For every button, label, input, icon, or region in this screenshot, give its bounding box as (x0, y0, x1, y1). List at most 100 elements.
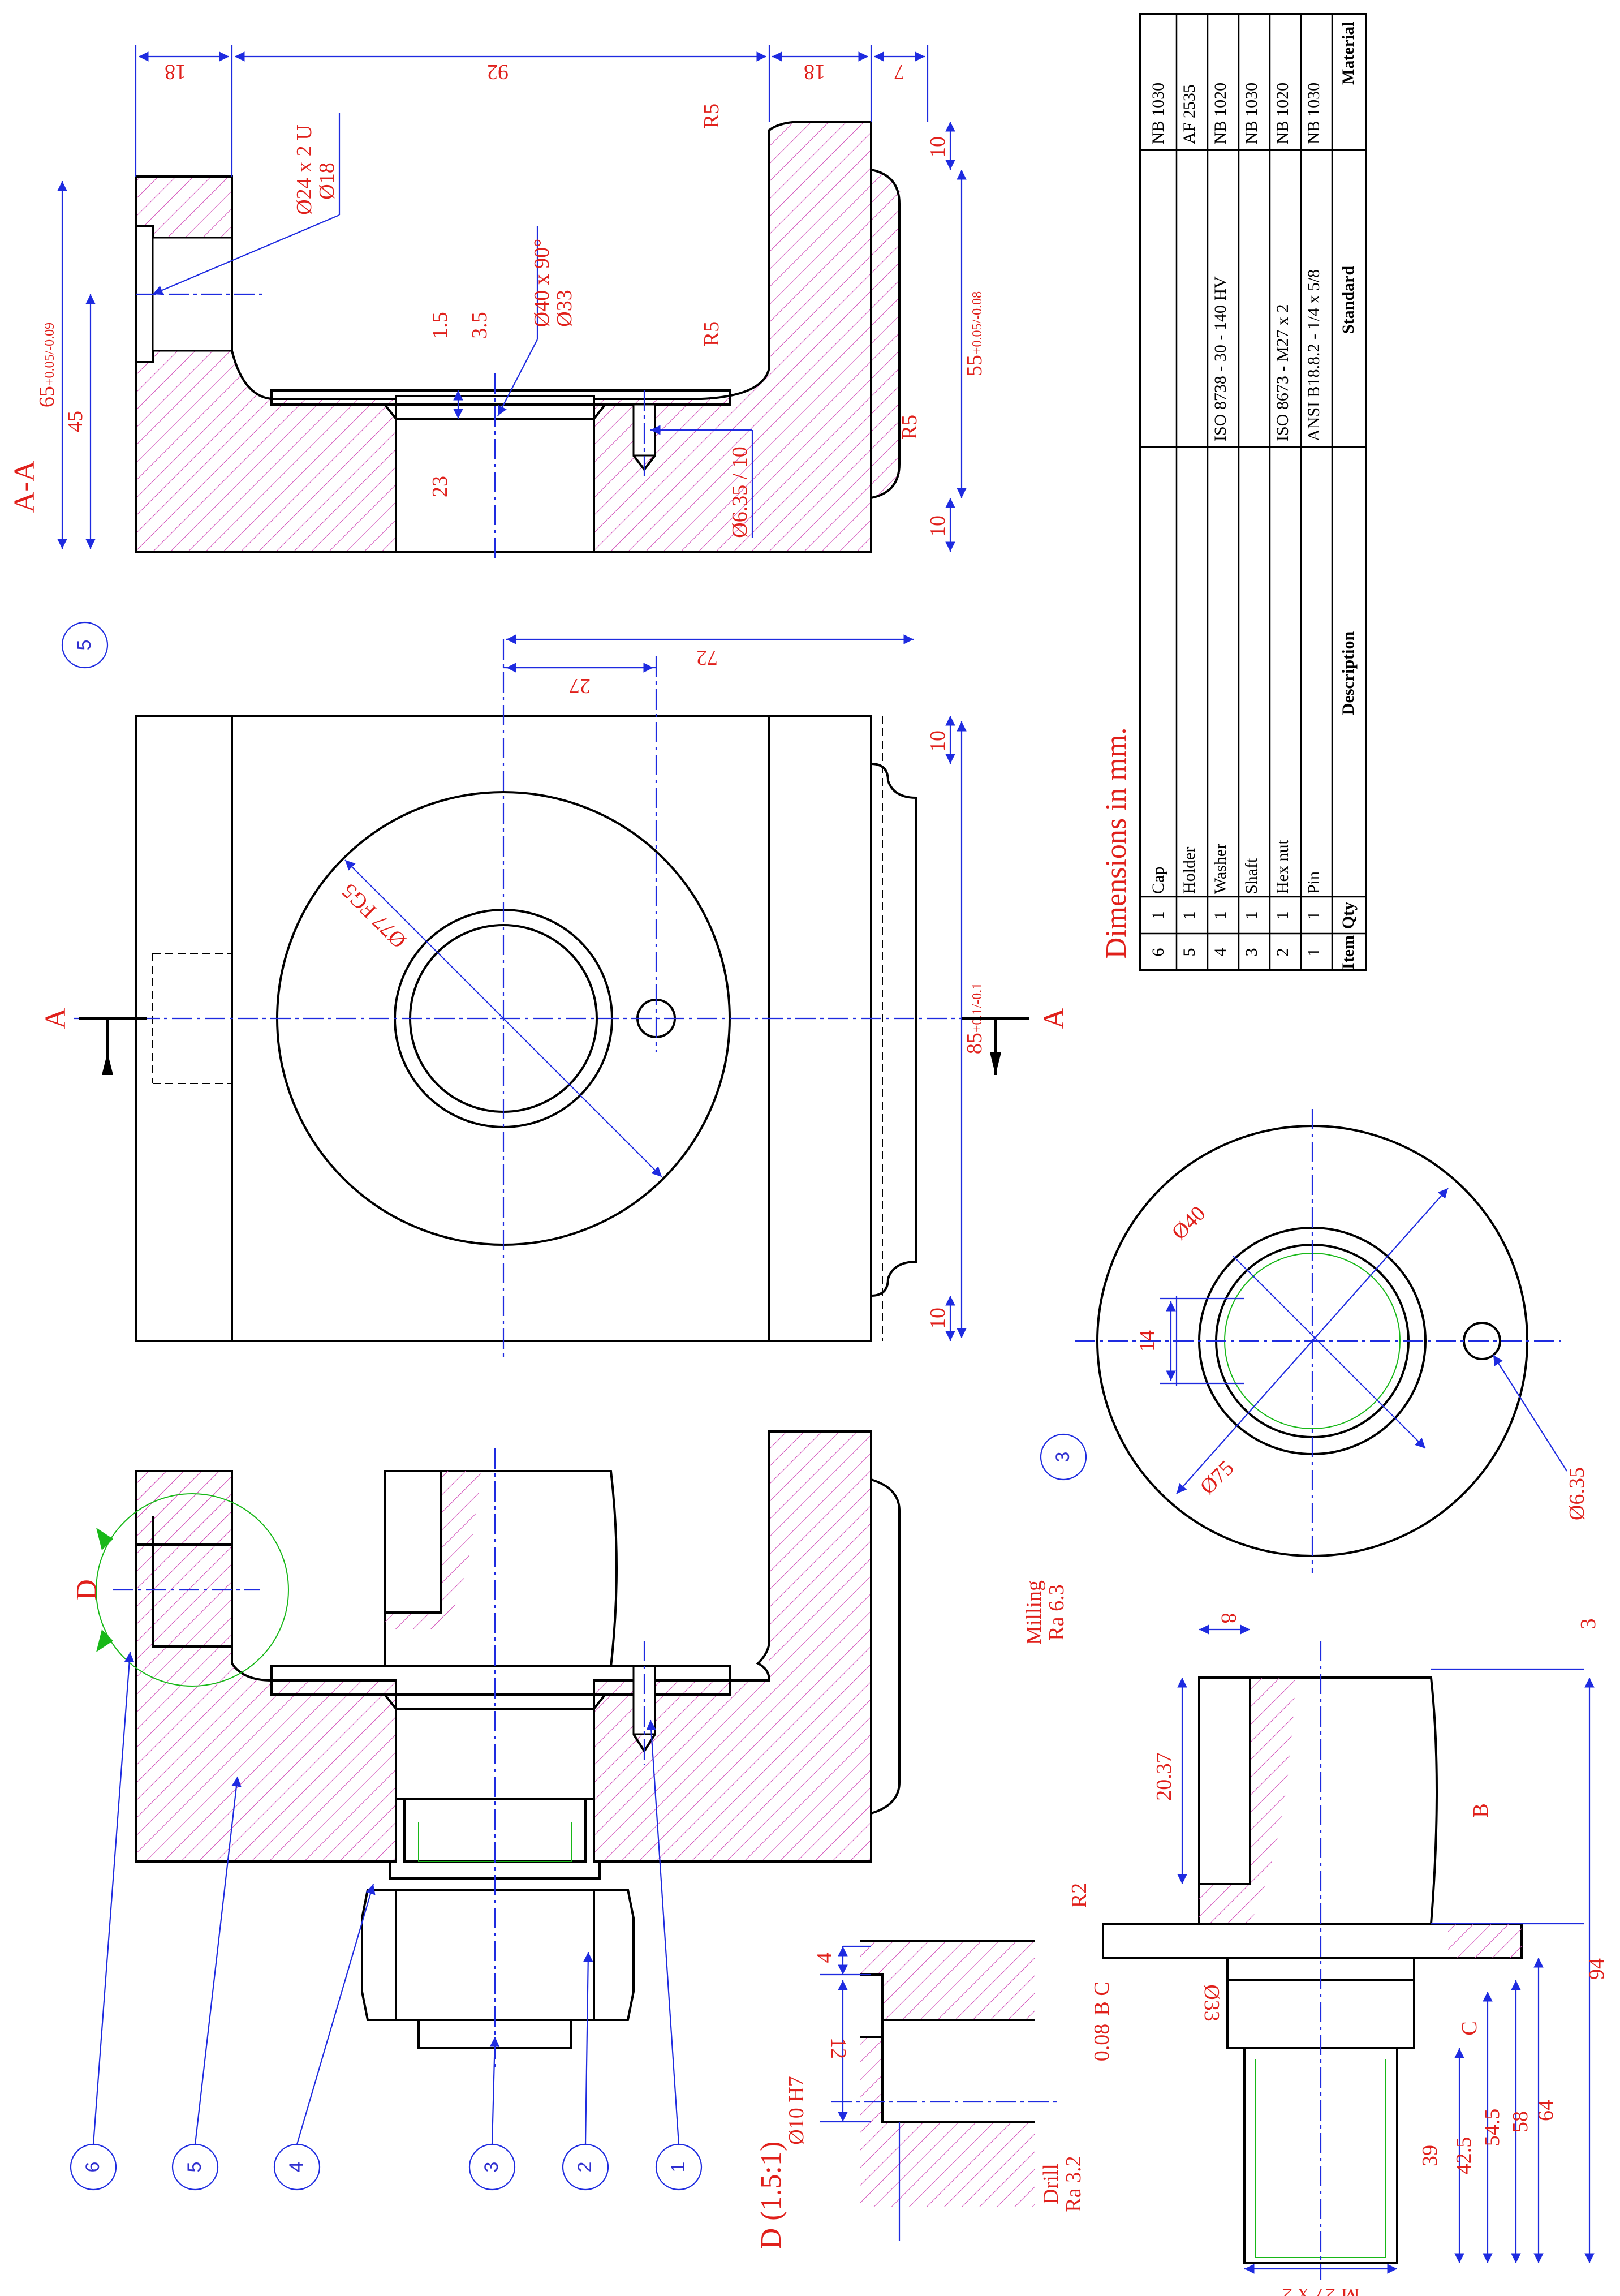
bom-cell: NB 1020 (1211, 83, 1230, 144)
dim-55-value: 55 (963, 355, 986, 376)
bom-cell: Washer (1211, 844, 1230, 894)
bom-cell: 1 (1180, 911, 1199, 920)
bom-cell: NB 1020 (1273, 83, 1292, 144)
dim-18-left: 18 (165, 60, 186, 84)
bom-cell: Cap (1149, 867, 1167, 894)
balloon-circle (655, 2143, 703, 2191)
dim-shaft-diam-33: Ø33 (1200, 1984, 1223, 2021)
dim-r5-c: R5 (898, 415, 921, 440)
dim-diam-24: Ø24 x 2 U (292, 124, 316, 214)
dim-pin-hole: Ø6.35 / 10 (728, 446, 752, 538)
bom-cell: 3 (1242, 948, 1261, 957)
top-view: 27 72 10 10 Ø77 FG5 85+0.1/-0.1 A A 5 (40, 621, 1070, 1358)
dim-10-c: 10 (926, 730, 950, 752)
dim-shaft-ra-63: Ra 6.3 (1045, 1584, 1068, 1640)
dim-85-tol: +0.1/-0.1 (970, 983, 985, 1033)
balloon-item-3: 3 (481, 2162, 502, 2173)
balloon-circle (273, 2143, 321, 2191)
dim-85: 85+0.1/-0.1 (963, 983, 986, 1054)
bom-cell: 1 (1242, 911, 1261, 920)
bom-cell: 1 (1211, 911, 1230, 920)
dim-detail-ra: Ra 3.2 (1062, 2156, 1085, 2212)
gdt-datum-c: C (1090, 1981, 1114, 1996)
bom-cell: NB 1030 (1304, 83, 1323, 144)
shaft-detail-view: Milling Ra 6.3 8 3 20.37 R2 B C Ø33 0.08… (1022, 1580, 1609, 2296)
bom-cell: 1 (1304, 948, 1323, 957)
gdt-tolerance: 0.08 (1090, 2024, 1114, 2062)
dim-shaft-54-5: 54.5 (1480, 2109, 1504, 2147)
dim-7: 7 (894, 60, 905, 84)
bom-cell: 1 (1273, 911, 1292, 920)
bom-header: Description (1339, 631, 1358, 716)
balloon-item-4: 4 (286, 2162, 307, 2173)
balloon-item-6: 6 (82, 2162, 104, 2173)
bom-cell: 2 (1273, 948, 1292, 957)
bom-cell: Holder (1180, 847, 1199, 894)
dim-65: 65+0.05/-0.09 (35, 323, 59, 407)
shaft-end-view: Ø40 14 Ø75 Ø6.35 3 (1040, 1109, 1589, 1573)
dim-55: 55+0.05/-0.08 (963, 291, 986, 376)
bom-cell: NB 1030 (1242, 83, 1261, 144)
section-mark-right: A (1038, 1008, 1070, 1029)
balloon-item-5: 5 (184, 2162, 205, 2173)
dim-shaft-58: 58 (1509, 2111, 1532, 2132)
dim-detail-12: 12 (826, 2037, 850, 2059)
balloon-top-view: 5 (74, 640, 95, 651)
bom-cell: ISO 8673 - M27 x 2 (1273, 304, 1292, 441)
detail-d-title: D (1.5:1) (755, 2142, 787, 2250)
bom-cell: 5 (1180, 948, 1199, 957)
dim-shaft-diam-40: Ø40 (1167, 1202, 1210, 1245)
balloon-item-2: 2 (574, 2162, 596, 2173)
balloon-circle (562, 2143, 609, 2191)
dim-shaft-20-37: 20.37 (1152, 1752, 1176, 1801)
section-aa-view: 18 92 18 7 10 10 55+0.05/-0.08 45 65+0.0… (8, 45, 986, 560)
bom-header: Item (1339, 935, 1358, 969)
dim-85-value: 85 (963, 1033, 986, 1054)
bom-cell: 6 (1149, 948, 1167, 957)
bom-header: Standard (1339, 266, 1358, 334)
dim-diam-33: Ø33 (553, 290, 576, 326)
dim-72: 72 (696, 646, 718, 669)
dim-65-tol: +0.05/-0.09 (42, 323, 57, 386)
dim-detail-4: 4 (813, 1953, 837, 1963)
section-mark-left: A (40, 1008, 72, 1029)
dim-shaft-42-5: 42.5 (1452, 2137, 1476, 2175)
bom-cell: ISO 8738 - 30 - 140 HV (1211, 276, 1230, 441)
bom-header: Qty (1339, 902, 1358, 929)
dim-diam-18: Ø18 (315, 162, 339, 199)
dim-27: 27 (569, 674, 591, 698)
dim-shaft-14: 14 (1135, 1330, 1159, 1352)
dim-r5-b: R5 (700, 321, 723, 346)
dim-shaft-64: 64 (1534, 2100, 1558, 2121)
datum-b: B (1469, 1803, 1493, 1817)
dim-18-right: 18 (804, 60, 825, 84)
dim-shaft-3: 3 (1576, 1619, 1600, 1629)
detail-d-view: 4 12 Ø10 H7 Drill Ra 3.2 D (1.5:1) (755, 1940, 1085, 2250)
bom-cell: Hex nut (1273, 840, 1292, 894)
dim-1-5: 1.5 (428, 312, 452, 339)
bom-cell: NB 1030 (1149, 83, 1167, 144)
gdt-datum-b: B (1090, 2001, 1114, 2015)
dim-detail-diam-10: Ø10 H7 (785, 2076, 808, 2144)
dim-65-value: 65 (35, 386, 59, 407)
dim-detail-drill: Drill (1039, 2164, 1063, 2204)
dim-diam-40: Ø40 x 90° (530, 239, 554, 328)
dim-r5-a: R5 (700, 104, 723, 128)
balloon-item-1: 1 (667, 2162, 689, 2173)
assembly-section-view: D 6 5 4 3 2 1 (70, 1430, 901, 2191)
dim-shaft-r2: R2 (1067, 1883, 1091, 1908)
dim-shaft-thread: M 27 x 2 (1282, 2284, 1360, 2296)
bom-cell: ANSI B18.8.2 - 1/4 x 5/8 (1304, 269, 1323, 441)
dim-3-5: 3.5 (468, 312, 492, 339)
datum-c: C (1458, 2021, 1481, 2035)
bom-cell: 1 (1149, 911, 1167, 920)
dim-55-tol: +0.05/-0.08 (970, 291, 985, 355)
dim-shaft-94: 94 (1585, 1958, 1609, 1980)
units-note: Dimensions in mm. (1100, 728, 1132, 959)
detail-mark: D (71, 1579, 103, 1601)
bom-cell: Pin (1304, 871, 1323, 894)
dim-shaft-39: 39 (1418, 2145, 1442, 2166)
bom-cell: Shaft (1242, 858, 1261, 894)
bom-cell: 1 (1304, 911, 1323, 920)
